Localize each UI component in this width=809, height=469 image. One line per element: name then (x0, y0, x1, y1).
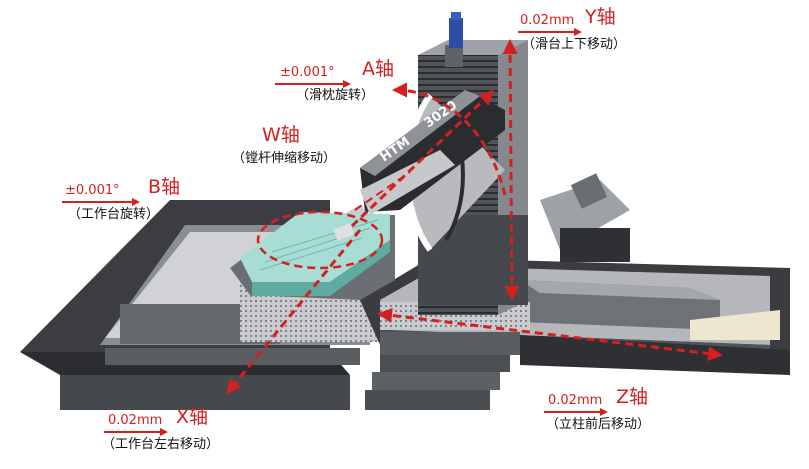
z-axis-arrow (377, 307, 723, 362)
w-axis-arrow (350, 89, 495, 228)
b-axis-underline (62, 201, 134, 203)
a-axis-name: A轴 (362, 58, 394, 80)
b-axis-ellipse (256, 210, 384, 270)
z-axis-name: Z轴 (616, 386, 649, 408)
a-axis-underline-head (343, 80, 351, 88)
y-axis-name: Y轴 (585, 6, 616, 28)
b-axis-name: B轴 (148, 176, 181, 198)
z-axis-underline-head (600, 408, 608, 416)
b-axis-value: ±0.001° (65, 183, 120, 198)
x-axis-underline-head (160, 428, 168, 436)
w-axis-name: W轴 (262, 124, 300, 146)
z-axis-underline (544, 411, 602, 413)
x-axis-desc: （工作台左右移动） (102, 437, 220, 452)
b-axis-desc: （工作台旋转） (68, 207, 160, 222)
x-axis-arrow (226, 229, 362, 395)
x-axis-name: X轴 (176, 406, 209, 428)
a-axis-arc (392, 82, 507, 196)
z-axis-value: 0.02mm (548, 393, 603, 408)
y-axis-arrow (502, 39, 520, 301)
y-axis-desc: （滑台上下移动） (522, 37, 627, 52)
a-axis-desc: （滑枕旋转） (296, 88, 375, 103)
steps (365, 332, 520, 410)
x-axis-value: 0.02mm (108, 413, 163, 428)
y-axis-underline (518, 31, 576, 33)
y-axis-underline-head (574, 28, 582, 36)
a-axis-value: ±0.001° (280, 65, 335, 80)
z-axis-desc: （立柱前后移动） (546, 417, 651, 432)
w-axis-desc: （镗杆伸缩移动） (232, 151, 337, 166)
motion-indicators (226, 39, 723, 395)
b-axis-underline-head (132, 198, 140, 206)
a-axis-underline (275, 83, 345, 85)
chip-conveyor (540, 173, 630, 262)
x-axis-underline (104, 431, 162, 433)
y-axis-value: 0.02mm (520, 13, 575, 28)
